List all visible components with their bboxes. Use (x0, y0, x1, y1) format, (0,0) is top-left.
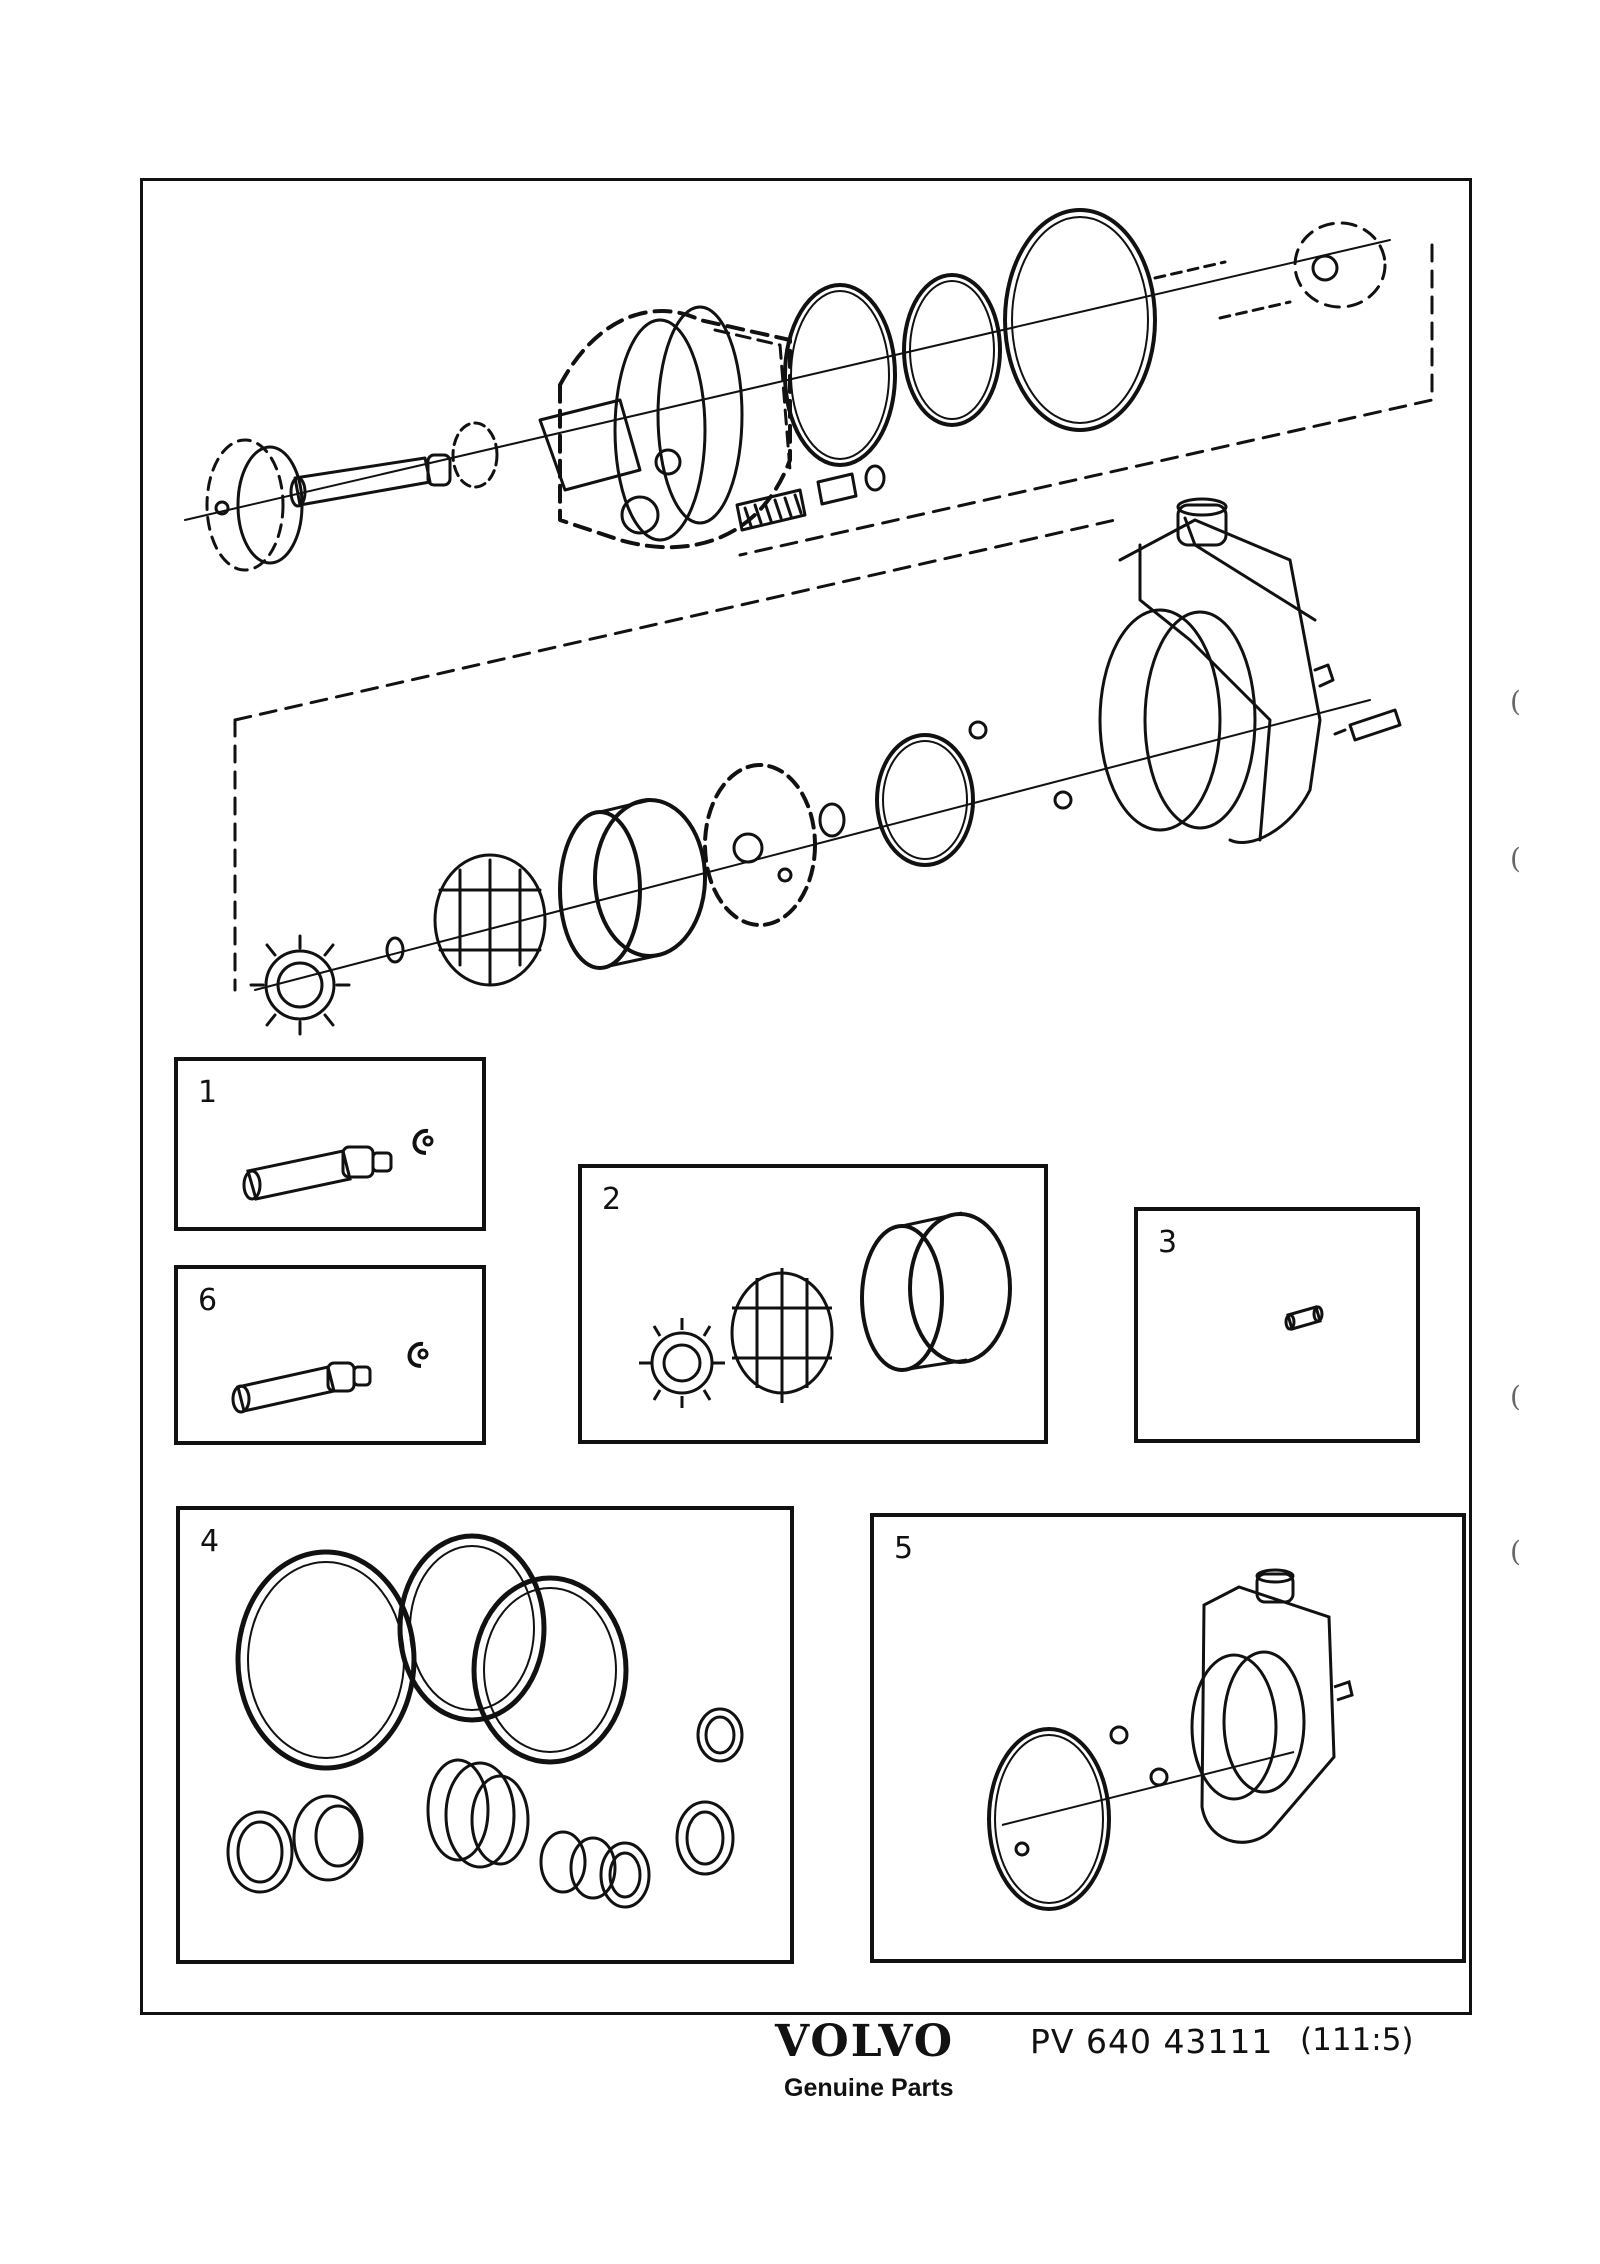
panel-number: 6 (198, 1283, 218, 1318)
axis-line-top (184, 239, 1391, 521)
panel-number: 3 (1158, 1225, 1178, 1260)
o-ring-large-inner (1011, 216, 1149, 424)
part-number: PV 640 43111 (1030, 2022, 1274, 2061)
panel-number: 5 (894, 1531, 914, 1566)
small-seal-b (1053, 790, 1073, 810)
panel-3: 3 (1134, 1207, 1420, 1443)
rear-bearing (1153, 221, 1387, 320)
shaft-kit-illustration (231, 1341, 429, 1414)
drive-shaft (289, 453, 452, 508)
snap-ring (385, 936, 405, 964)
section-boundary (233, 243, 1434, 992)
pressure-plate (703, 763, 817, 927)
rotor-set-illustration (639, 1211, 1012, 1408)
pump-gear (249, 934, 351, 1036)
o-ring-medium (902, 273, 1002, 427)
brand-logo: VOLVO (775, 2016, 955, 2067)
panel-number: 4 (200, 1524, 220, 1559)
reservoir-o-ring-inner (882, 740, 968, 860)
panel-2: 2 (578, 1164, 1048, 1444)
fitting (1333, 708, 1402, 742)
axis-line-bottom (254, 699, 1371, 991)
genuine-parts-label: Genuine Parts (784, 2074, 954, 2102)
reference-code: (111:5) (1300, 2022, 1414, 2058)
panel-number: 2 (602, 1182, 622, 1217)
panel-4: 4 (176, 1506, 794, 1964)
pump-housing (538, 305, 792, 550)
margin-mark: ( (1510, 1535, 1521, 1568)
panel-5: 5 (870, 1513, 1466, 1963)
small-cap (818, 802, 846, 838)
panel-number: 1 (198, 1075, 218, 1110)
shaft-seal (451, 421, 499, 489)
small-seal-a (968, 720, 988, 740)
shaft-kit-illustration (242, 1128, 434, 1201)
seal-kit-illustration (226, 1533, 744, 1909)
pin-illustration (1284, 1305, 1324, 1331)
o-ring-large (1003, 208, 1157, 432)
drawing-frame (140, 178, 1472, 2015)
margin-mark: ( (1510, 842, 1521, 875)
o-ring-small (783, 283, 897, 467)
cam-ring (558, 798, 707, 970)
o-ring-medium-inner (909, 280, 995, 420)
o-ring-small-inner (790, 290, 890, 460)
front-cover (205, 438, 304, 572)
margin-mark: ( (1510, 685, 1521, 718)
reservoir (1098, 497, 1335, 845)
reservoir-o-ring (875, 733, 975, 867)
margin-mark: ( (1510, 1380, 1521, 1413)
exploded-pump-diagram (184, 208, 1434, 1036)
panel-6: 6 (174, 1265, 486, 1445)
vane-rotor (433, 853, 547, 987)
reservoir-kit-illustration (987, 1568, 1354, 1911)
panel-1: 1 (174, 1057, 486, 1231)
relief-valve (735, 464, 886, 532)
